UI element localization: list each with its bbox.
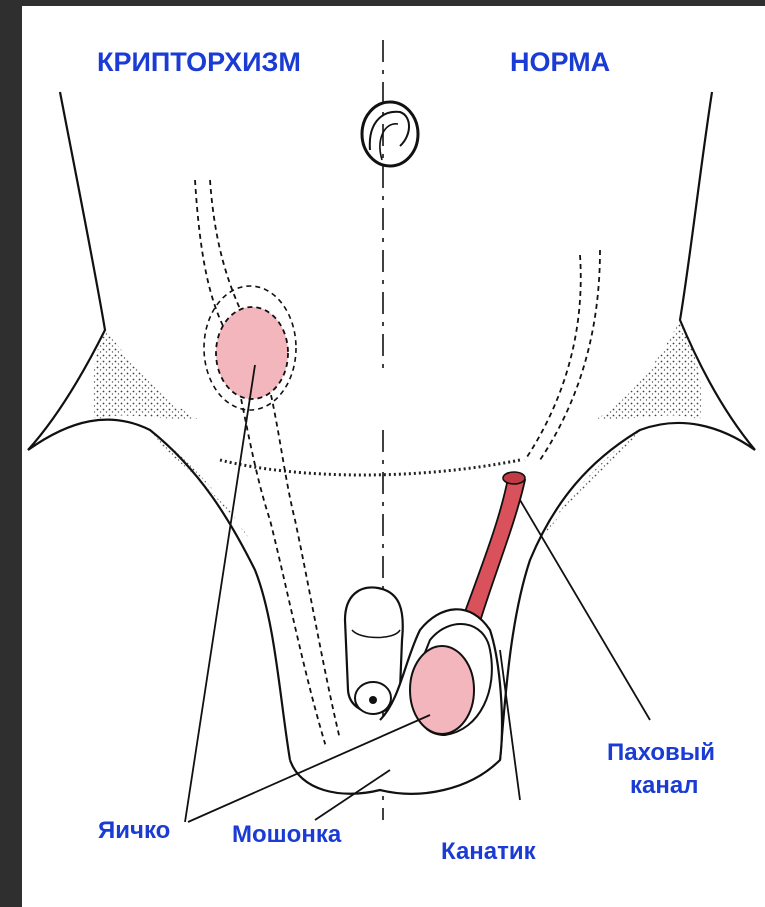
right-groin-shading-2 <box>540 430 640 540</box>
label-cord: Канатик <box>441 838 537 865</box>
right-canal-path-outer <box>540 250 600 460</box>
left-descent-path-outer <box>195 180 330 760</box>
heading-cryptorchidism: КРИПТОРХИЗМ <box>97 47 301 77</box>
right-groin-shading <box>595 320 701 420</box>
label-canal-line1: Паховый <box>607 739 715 766</box>
inguinal-ligament <box>220 460 520 475</box>
penis-shape <box>345 587 403 714</box>
right-canal-path-inner <box>525 255 581 460</box>
descended-testis <box>410 646 474 734</box>
left-groin-shading <box>93 330 200 420</box>
label-canal-line2: канал <box>630 772 698 799</box>
label-scrotum: Мошонка <box>232 821 342 848</box>
cord-top <box>503 472 525 484</box>
label-testis: Яичко <box>98 817 170 844</box>
heading-norm: НОРМА <box>510 47 610 77</box>
left-thigh-outline <box>28 420 290 760</box>
right-thigh-outline <box>500 423 755 760</box>
spermatic-cord <box>462 478 525 628</box>
left-groin-shading-2 <box>150 430 250 540</box>
navel-icon <box>362 102 418 166</box>
